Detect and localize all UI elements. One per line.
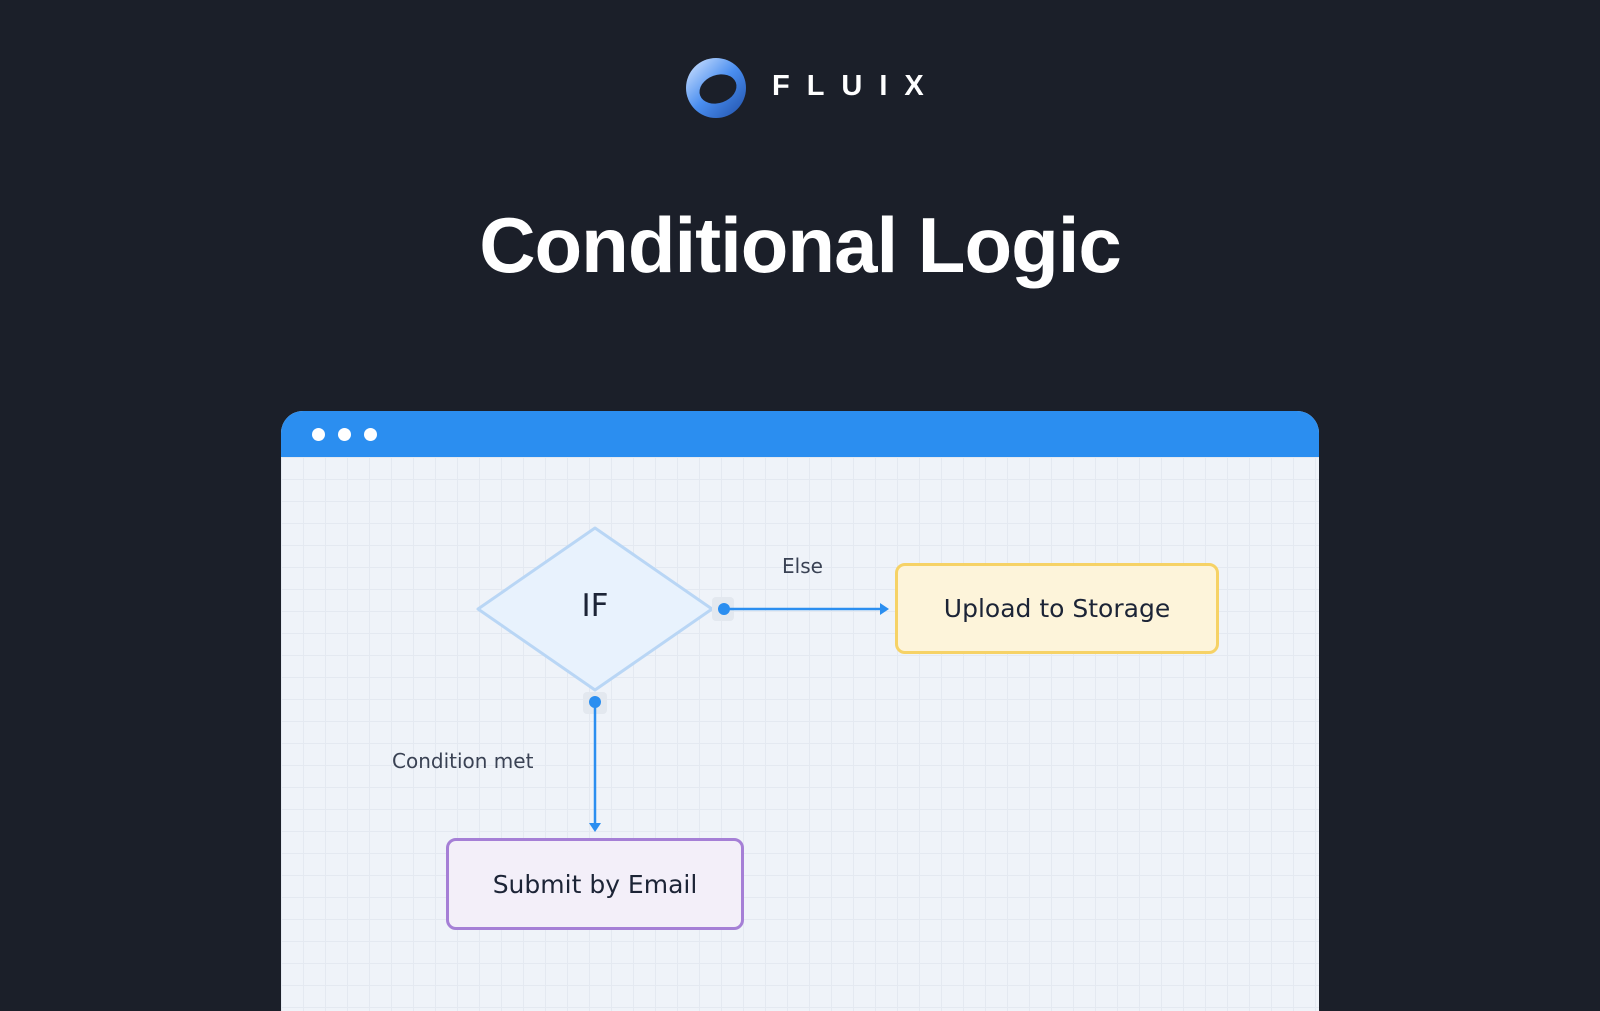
condition-arrowhead — [589, 823, 601, 832]
email-node-label: Submit by Email — [492, 869, 698, 899]
else-arrowhead — [880, 603, 889, 615]
window-control-dot[interactable] — [312, 428, 325, 441]
if-label: IF — [581, 588, 609, 624]
page-title: Conditional Logic — [479, 201, 1122, 289]
fluix-logo-icon — [686, 58, 746, 118]
window-control-dot[interactable] — [364, 428, 377, 441]
upload-to-storage-node[interactable]: Upload to Storage — [895, 563, 1219, 654]
window-control-dot[interactable] — [338, 428, 351, 441]
brand-name: FLUIX — [772, 70, 941, 102]
upload-node-label: Upload to Storage — [943, 594, 1171, 623]
else-label: Else — [782, 554, 823, 578]
window-titlebar — [281, 411, 1319, 457]
condition-met-label: Condition met — [392, 749, 534, 773]
submit-by-email-node[interactable]: Submit by Email — [446, 838, 744, 930]
if-decision-diamond[interactable] — [476, 526, 714, 692]
